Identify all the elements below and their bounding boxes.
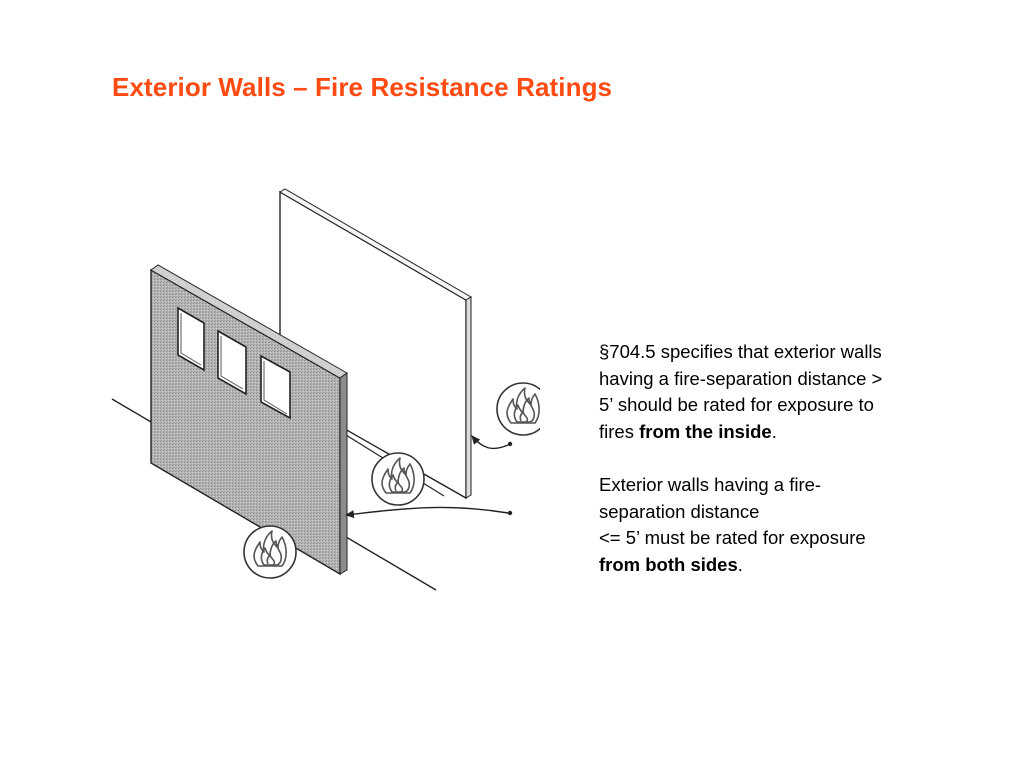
note-suffix: . (737, 553, 743, 575)
interior-panel (279, 188, 472, 500)
note-prefix: fires (599, 420, 640, 442)
note-line: separation distance (599, 500, 760, 522)
exterior-wall-diagram (100, 180, 540, 600)
slide-title: Exterior Walls – Fire Resistance Ratings (112, 72, 613, 102)
note-line: <= 5’ must be rated for exposure (599, 527, 866, 548)
note-emphasis: from both sides (599, 553, 738, 575)
notes: §704.5 specifies that exterior walls hav… (599, 339, 944, 578)
arrow-outside (345, 506, 509, 519)
exterior-wall (150, 264, 348, 576)
fire-icon (496, 382, 540, 436)
note-inside-rating: §704.5 specifies that exterior walls hav… (599, 339, 944, 445)
note-line-last: fires from the inside. (599, 419, 944, 446)
note-emphasis: from the inside (639, 420, 772, 442)
fire-icon (371, 452, 425, 506)
note-line: 5’ should be rated for exposure to (599, 394, 874, 415)
note-line: §704.5 specifies that exterior walls (599, 341, 882, 362)
note-both-sides-rating: Exterior walls having a fire- separation… (599, 472, 944, 578)
fire-icon (243, 525, 297, 579)
note-suffix: . (771, 420, 777, 442)
note-line: Exterior walls having a fire- (599, 474, 822, 495)
note-line: having a fire-separation distance > (599, 367, 883, 389)
arrow-inside (471, 435, 509, 450)
note-line-last: from both sides. (599, 552, 944, 579)
